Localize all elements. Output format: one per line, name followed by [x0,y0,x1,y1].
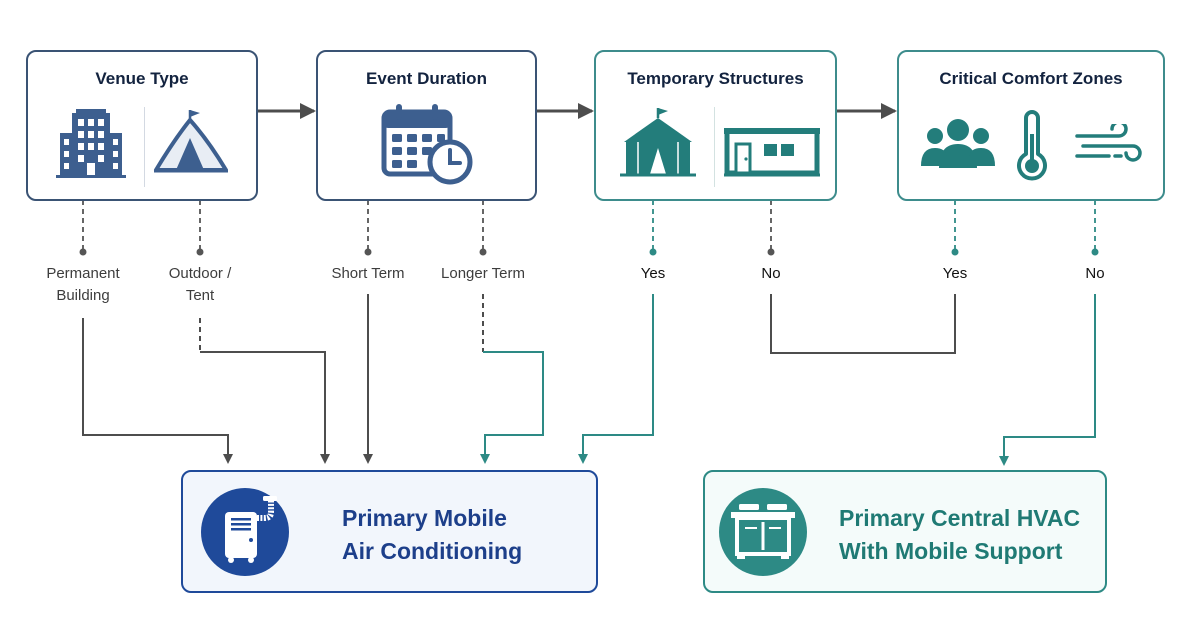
outcome-central-hvac: Primary Central HVAC With Mobile Support [703,470,1107,593]
outcome-mobile-ac: Primary Mobile Air Conditioning [181,470,598,593]
thermometer-icon [1017,110,1047,181]
outcome-title-line1: Primary Central HVAC [839,505,1081,531]
hvac-unit-icon [731,504,795,559]
branch-label-permanent-building: Permanent Building [46,265,120,304]
branch-label-comfort-yes: Yes [942,265,968,282]
card-temporary-structures: Temporary Structures [594,50,837,201]
portable-cabin-icon [724,128,820,177]
office-building-icon [56,109,126,178]
branch-label-temporary-yes: Yes [640,265,666,282]
outcome-title-line1: Primary Mobile [342,505,507,531]
card-venue-type: Venue Type [26,50,258,201]
card-title: Venue Type [95,69,189,88]
card-event-duration: Event Duration [316,50,537,201]
calendar-clock-icon [381,104,473,185]
outcome-title-line2: Air Conditioning [342,538,523,564]
outcome-title-line2: With Mobile Support [839,538,1063,564]
branch-label-short-term: Short Term [331,265,405,282]
card-title: Temporary Structures [627,69,804,88]
card-title: Event Duration [366,69,487,88]
tent-icon [154,110,228,173]
divider [144,107,145,187]
wind-icon [1075,124,1142,162]
card-title: Critical Comfort Zones [939,69,1123,88]
branch-label-outdoor-tent: Outdoor / Tent [168,265,232,304]
branch-label-temporary-no: No [761,265,781,282]
people-group-icon [921,119,995,168]
card-critical-comfort-zones: Critical Comfort Zones [897,50,1165,201]
divider [714,107,715,187]
branch-label-comfort-no: No [1085,265,1105,282]
branch-label-longer-term: Longer Term [441,265,525,282]
circus-tent-icon [620,108,696,177]
portable-ac-icon [225,496,277,563]
